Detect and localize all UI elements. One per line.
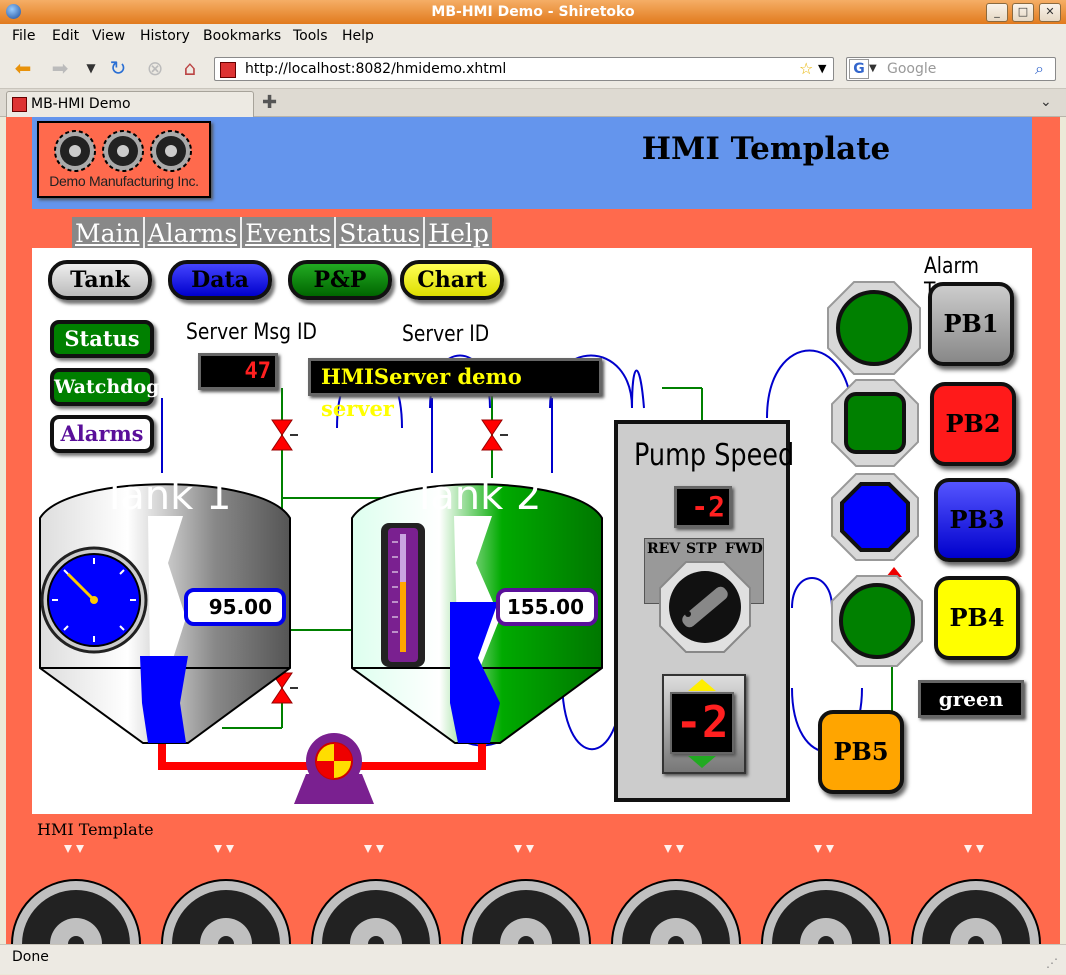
page-title: HMI Template	[641, 131, 891, 167]
new-tab-icon[interactable]: ✚	[262, 92, 278, 113]
tank-1-label: Tank 1	[102, 473, 232, 519]
hmi-panel: Tank Data P&P Chart Status Watchdog Alar…	[32, 248, 1032, 814]
server-msg-id-display: 47	[198, 353, 278, 390]
tab-list-icon[interactable]: ⌄	[1040, 94, 1052, 110]
menu-file[interactable]: File	[12, 28, 36, 44]
menu-edit[interactable]: Edit	[52, 28, 80, 44]
alarm-status-text: green	[918, 680, 1024, 718]
screen-button-chart[interactable]: Chart	[400, 260, 504, 300]
menu-history[interactable]: History	[140, 28, 190, 44]
back-icon[interactable]: ⬅	[14, 56, 32, 80]
selector-fwd-label: FWD	[725, 541, 763, 557]
server-id-label: Server ID	[402, 322, 490, 347]
reload-icon[interactable]: ↻	[109, 56, 127, 80]
pb5-button[interactable]: PB5	[818, 710, 904, 794]
window-titlebar: MB-HMI Demo - Shiretoko	[0, 0, 1066, 24]
nav-alarms[interactable]: Alarms	[145, 217, 243, 250]
selector-stp-label: STP	[686, 541, 718, 557]
watchdog-button[interactable]: Watchdog	[50, 368, 159, 406]
forward-icon[interactable]: ➡	[51, 56, 69, 80]
footer-text: HMI Template	[37, 820, 154, 839]
selector-switch-knob[interactable]	[658, 560, 752, 654]
company-logo: Demo Manufacturing Inc.	[37, 121, 211, 198]
engine-dropdown-icon[interactable]: ▼	[869, 63, 877, 74]
tab-favicon-icon	[12, 97, 27, 112]
speed-up-arrow-icon[interactable]	[688, 679, 716, 691]
logo-text: Demo Manufacturing Inc.	[49, 173, 199, 189]
screen-button-data[interactable]: Data	[168, 260, 272, 300]
alarms-button[interactable]: Alarms	[50, 415, 154, 453]
speed-down-arrow-icon[interactable]	[688, 756, 716, 768]
bookmark-star-icon[interactable]: ☆	[799, 59, 814, 78]
pb4-button[interactable]: PB4	[934, 576, 1020, 660]
screen-button-tank[interactable]: Tank	[48, 260, 152, 300]
server-id-display: HMIServer demo server	[308, 358, 602, 421]
minimize-button[interactable]: _	[986, 3, 1008, 22]
menu-bar: File Edit View History Bookmarks Tools H…	[0, 24, 1066, 48]
pb3-button[interactable]: PB3	[934, 478, 1020, 562]
status-bar: Done ⋰	[0, 944, 1066, 974]
history-dropdown-icon[interactable]: ▼	[86, 61, 96, 75]
url-dropdown-icon[interactable]: ▼	[818, 62, 827, 75]
menu-bookmarks[interactable]: Bookmarks	[203, 28, 282, 44]
tank-2-label: Tank 2	[412, 473, 542, 519]
window-title: MB-HMI Demo - Shiretoko	[431, 4, 635, 20]
maximize-button[interactable]: □	[1012, 3, 1034, 22]
site-favicon-icon	[220, 62, 236, 78]
hmi-page: Demo Manufacturing Inc. HMI Template Mai…	[6, 117, 1060, 944]
alarm-indicator-icon	[886, 567, 902, 577]
server-msg-id-label: Server Msg ID	[186, 320, 317, 345]
menu-help[interactable]: Help	[342, 28, 374, 44]
tank-2-level-gauge	[381, 523, 425, 667]
nav-help[interactable]: Help	[428, 219, 489, 248]
tank-2-value: 155.00	[496, 588, 598, 626]
status-button[interactable]: Status	[50, 320, 154, 358]
pb2-button[interactable]: PB2	[930, 382, 1016, 466]
home-icon[interactable]: ⌂	[183, 56, 197, 80]
gears-logo-icon	[54, 130, 192, 172]
gear-background-decoration	[11, 172, 1041, 944]
search-box[interactable]: G ▼ Google ⌕	[846, 57, 1056, 81]
nav-events[interactable]: Events	[242, 217, 337, 250]
pump-speed-display: -2	[674, 486, 732, 528]
tab-mb-hmi-demo[interactable]: MB-HMI Demo	[6, 91, 254, 118]
nav-main[interactable]: Main	[72, 217, 145, 250]
pb1-button[interactable]: PB1	[928, 282, 1014, 366]
google-engine-icon[interactable]: G	[849, 59, 869, 79]
speed-updown-control: -2	[662, 674, 746, 774]
selector-rev-label: REV	[647, 541, 681, 557]
resize-grip-icon: ⋰	[1046, 956, 1058, 970]
tank-1-dial-gauge	[40, 546, 148, 654]
tab-label: MB-HMI Demo	[31, 96, 131, 112]
screen-button-pp[interactable]: P&P	[288, 260, 392, 300]
nav-status[interactable]: Status	[336, 217, 426, 250]
tank-1-value: 95.00	[184, 588, 286, 626]
url-text: http://localhost:8082/hmidemo.xhtml	[245, 61, 507, 77]
stop-icon[interactable]: ⊗	[146, 56, 164, 80]
alarm-lamp-1	[827, 281, 921, 375]
menu-view[interactable]: View	[92, 28, 126, 44]
menu-tools[interactable]: Tools	[293, 28, 328, 44]
speed-big-display: -2	[670, 692, 734, 754]
alarm-lamp-2	[831, 379, 919, 467]
url-bar[interactable]: http://localhost:8082/hmidemo.xhtml ☆ ▼	[214, 57, 834, 81]
pump-speed-label: Pump Speed	[634, 438, 795, 473]
search-placeholder: Google	[887, 61, 937, 77]
alarm-lamp-4	[831, 575, 923, 667]
alarm-lamp-3	[831, 473, 919, 561]
status-text: Done	[12, 949, 49, 965]
search-icon[interactable]: ⌕	[1035, 59, 1044, 78]
close-window-button[interactable]: ✕	[1039, 3, 1061, 22]
app-globe-icon	[6, 4, 21, 19]
